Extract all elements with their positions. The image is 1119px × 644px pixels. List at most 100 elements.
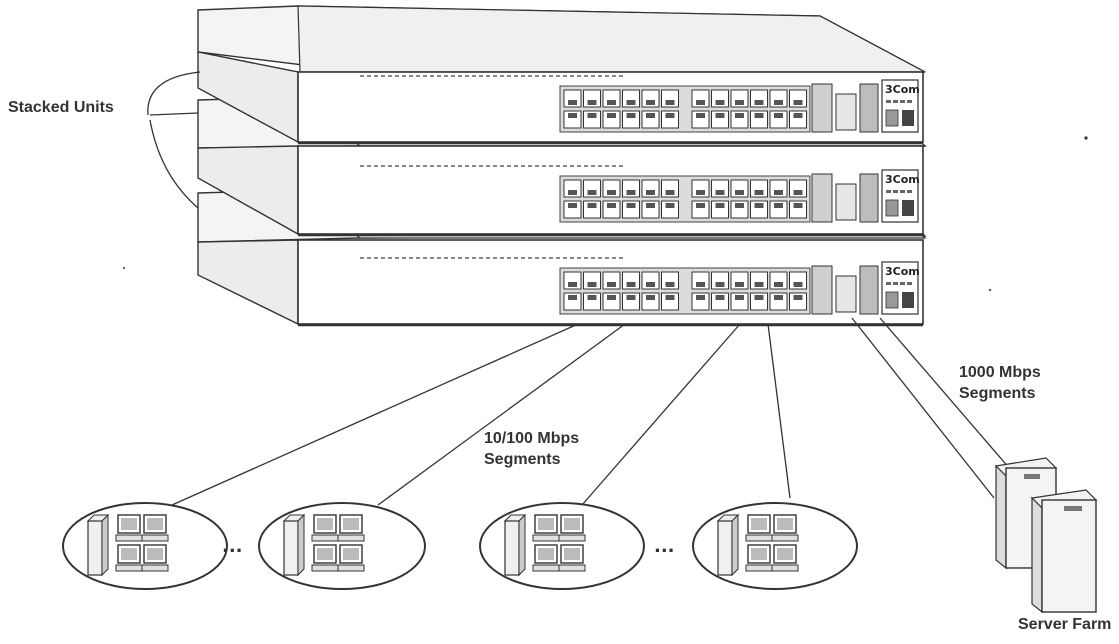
port-latch bbox=[793, 203, 803, 208]
monitor-screen bbox=[121, 518, 137, 530]
port-latch bbox=[715, 113, 725, 118]
port-latch bbox=[793, 190, 803, 195]
port-latch bbox=[626, 282, 636, 287]
server-icon bbox=[1030, 489, 1098, 614]
port-latch bbox=[646, 100, 655, 105]
port-latch bbox=[754, 190, 764, 195]
port-latch bbox=[715, 203, 725, 208]
port-latch bbox=[568, 190, 577, 195]
monitor-screen bbox=[564, 518, 580, 530]
link-lines bbox=[171, 317, 1036, 506]
monitor-screen bbox=[343, 548, 359, 560]
port-latch bbox=[774, 100, 783, 105]
port-latch bbox=[696, 282, 705, 287]
monitor-screen bbox=[777, 548, 793, 560]
fan-grill bbox=[902, 292, 914, 308]
port-latch bbox=[774, 282, 783, 287]
keyboard-icon bbox=[558, 534, 586, 542]
port-latch bbox=[665, 203, 675, 208]
console-port bbox=[885, 199, 899, 217]
port-latch bbox=[607, 282, 616, 287]
brand-logo: 3Com bbox=[881, 169, 920, 223]
keyboard-icon bbox=[771, 534, 799, 542]
port-latch bbox=[665, 295, 675, 300]
monitor-screen bbox=[317, 548, 333, 560]
workgroup-cluster-1 bbox=[62, 502, 228, 590]
stacked-units-callout bbox=[147, 71, 201, 209]
port-latch bbox=[568, 100, 577, 105]
port-latch bbox=[754, 203, 764, 208]
port-latch bbox=[754, 100, 764, 105]
keyboard-icon bbox=[311, 564, 339, 572]
stacked-units-label: Stacked Units bbox=[8, 99, 114, 116]
port-latch bbox=[607, 100, 616, 105]
module-slot bbox=[811, 83, 833, 133]
monitor-screen bbox=[777, 518, 793, 530]
status-led bbox=[893, 190, 898, 193]
port-latch bbox=[715, 190, 725, 195]
port-latch bbox=[568, 113, 577, 118]
label-line: 10/100 Mbps bbox=[484, 430, 580, 447]
port-latch bbox=[754, 113, 764, 118]
brand-logo: 3Com bbox=[881, 261, 920, 315]
port-latch bbox=[587, 295, 597, 300]
status-led bbox=[900, 190, 905, 193]
port-latch bbox=[715, 282, 725, 287]
monitor-screen bbox=[343, 518, 359, 530]
port-latch bbox=[696, 100, 705, 105]
port-latch bbox=[646, 203, 655, 208]
fan-grill bbox=[902, 200, 914, 216]
port-latch bbox=[696, 295, 705, 300]
port-latch bbox=[607, 190, 616, 195]
port-latch bbox=[793, 295, 803, 300]
port-latch bbox=[607, 203, 616, 208]
brand-text: 3Com bbox=[885, 83, 920, 96]
monitor-screen bbox=[751, 548, 767, 560]
port-latch bbox=[646, 113, 655, 118]
workgroup-cluster-2 bbox=[258, 502, 426, 590]
status-led bbox=[900, 100, 905, 103]
port-latch bbox=[715, 295, 725, 300]
port-panel bbox=[360, 257, 879, 315]
port-latch bbox=[626, 190, 636, 195]
port-latch bbox=[607, 113, 616, 118]
tower-pc-icon bbox=[101, 513, 109, 577]
workgroup-cluster-3 bbox=[479, 502, 645, 590]
port-latch bbox=[793, 100, 803, 105]
status-led bbox=[893, 100, 898, 103]
ellipsis-left: ... bbox=[222, 536, 243, 557]
module-slot bbox=[859, 173, 879, 223]
port-latch bbox=[568, 282, 577, 287]
port-latch bbox=[793, 113, 803, 118]
keyboard-icon bbox=[311, 534, 339, 542]
brand-text: 3Com bbox=[885, 173, 920, 186]
keyboard-icon bbox=[558, 564, 586, 572]
port-latch bbox=[774, 113, 783, 118]
port-latch bbox=[568, 295, 577, 300]
tower-pc-icon bbox=[283, 520, 299, 576]
keyboard-icon bbox=[141, 564, 169, 572]
fan-grill bbox=[902, 110, 914, 126]
status-led bbox=[893, 282, 898, 285]
console-port bbox=[885, 291, 899, 309]
status-led bbox=[886, 282, 891, 285]
console-port bbox=[885, 109, 899, 127]
tower-pc-icon bbox=[518, 513, 526, 577]
keyboard-icon bbox=[771, 564, 799, 572]
port-latch bbox=[774, 203, 783, 208]
tower-pc-icon bbox=[504, 520, 520, 576]
keyboard-icon bbox=[745, 564, 773, 572]
port-latch bbox=[696, 203, 705, 208]
keyboard-icon bbox=[337, 534, 365, 542]
fast-ethernet-segments-label: 10/100 Mbps Segments bbox=[484, 428, 579, 470]
port-latch bbox=[587, 113, 597, 118]
brand-logo: 3Com bbox=[881, 79, 920, 133]
port-latch bbox=[793, 282, 803, 287]
port-latch bbox=[715, 100, 725, 105]
gigabit-segments-label: 1000 Mbps Segments bbox=[959, 362, 1041, 404]
status-led bbox=[907, 100, 912, 103]
tower-pc-icon bbox=[731, 513, 739, 577]
monitor-screen bbox=[147, 518, 163, 530]
port-latch bbox=[665, 100, 675, 105]
